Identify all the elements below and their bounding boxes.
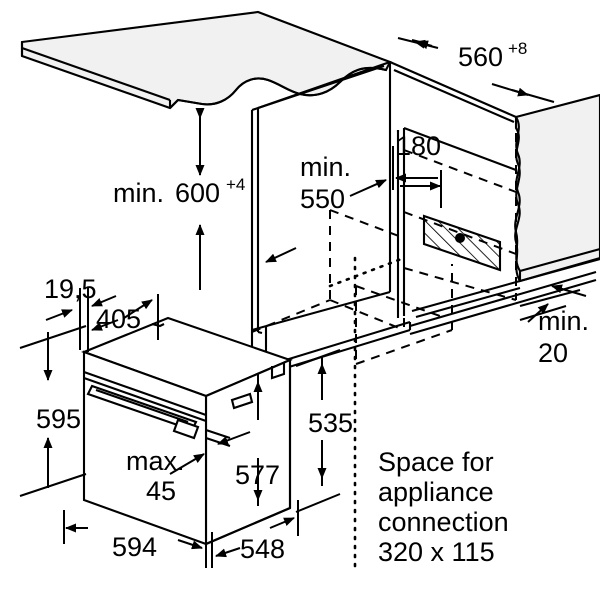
diagram-geometry: [19, 10, 600, 568]
note-line-4: 320 x 115: [378, 537, 495, 567]
label-405: 405: [96, 304, 141, 334]
label-594: 594: [112, 532, 157, 562]
connection-space-note: Space for appliance connection 320 x 115: [378, 447, 509, 567]
label-577: 577: [235, 460, 280, 490]
label-600-tolerance: +4: [226, 175, 245, 194]
label-560-tolerance: +8: [508, 39, 527, 58]
right-side-panel: [396, 127, 517, 318]
label-548: 548: [240, 534, 285, 564]
note-line-2: appliance: [378, 477, 494, 507]
note-line-3: connection: [378, 507, 509, 537]
oven-appliance: [81, 316, 293, 546]
dotted-reference-lines: [328, 256, 406, 568]
worktop-slab: [20, 10, 392, 110]
label-180: 180: [396, 131, 441, 161]
dimension-labels: 560 +8 min. 600 +4 min. 550 180 min. 20 …: [36, 39, 589, 564]
label-19-5: 19,5: [44, 274, 97, 304]
rear-wall-panel: [389, 61, 600, 319]
label-560: 560: [458, 42, 503, 72]
label-min-20-line1: min.: [538, 306, 589, 336]
label-max-45-line1: max.: [126, 446, 185, 476]
dimension-lines: [19, 37, 587, 568]
label-535: 535: [308, 408, 353, 438]
label-min-550-line2: 550: [300, 184, 345, 214]
label-min-600-prefix: min.: [113, 178, 164, 208]
label-min-20-line2: 20: [538, 338, 568, 368]
label-595: 595: [36, 404, 81, 434]
appliance-connection-box: [422, 214, 502, 272]
label-600: 600: [175, 178, 220, 208]
label-max-45-line2: 45: [146, 476, 176, 506]
note-line-1: Space for: [378, 447, 494, 477]
label-min-550-line1: min.: [300, 152, 351, 182]
